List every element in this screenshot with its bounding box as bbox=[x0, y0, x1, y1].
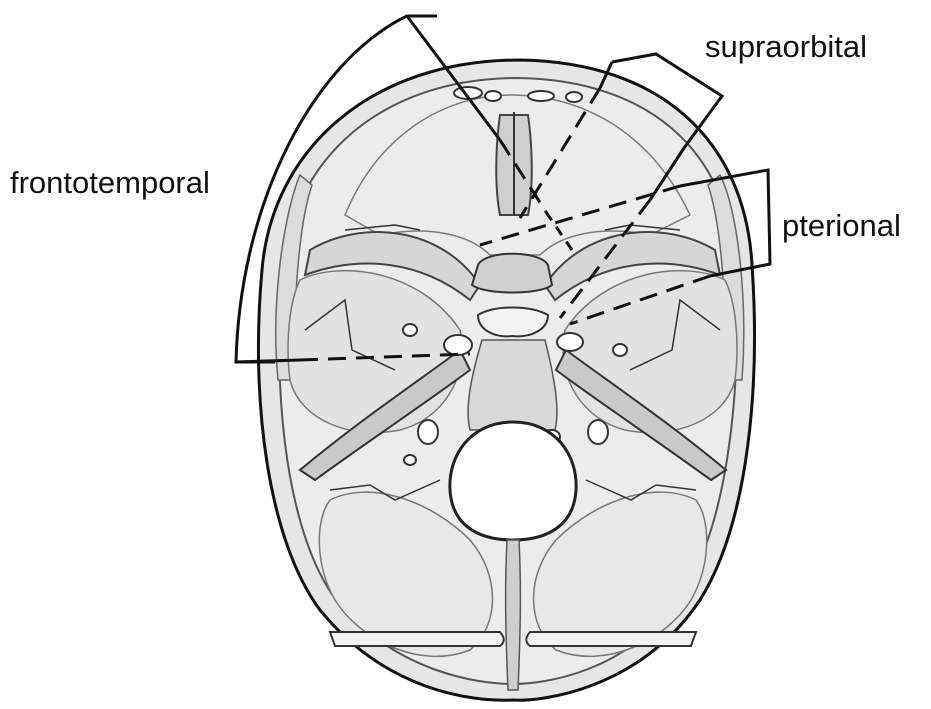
internal-occipital-crest bbox=[506, 540, 521, 690]
left-transverse-groove bbox=[330, 632, 504, 646]
label-pterional: pterional bbox=[782, 208, 901, 243]
foramen-right-1 bbox=[557, 333, 583, 351]
label-supraorbital: supraorbital bbox=[705, 29, 867, 64]
label-frontotemporal: frontotemporal bbox=[10, 165, 210, 200]
clivus bbox=[468, 340, 557, 430]
sinus-opening-right-1 bbox=[528, 91, 554, 101]
sella-turcica bbox=[472, 254, 552, 293]
foramen-right-2 bbox=[613, 344, 627, 356]
frontotemporal-lower-line bbox=[236, 360, 300, 362]
foramen-left-3 bbox=[418, 420, 438, 444]
sinus-opening-left-2 bbox=[485, 91, 501, 101]
dorsum-sellae bbox=[478, 308, 548, 337]
foramen-left-4 bbox=[404, 455, 416, 465]
foramen-right-3 bbox=[588, 420, 608, 444]
sinus-opening-right-2 bbox=[566, 92, 582, 102]
right-transverse-groove bbox=[526, 632, 696, 646]
foramen-left-2 bbox=[403, 324, 417, 336]
foramen-left-1 bbox=[444, 335, 472, 355]
foramen-magnum bbox=[450, 422, 576, 540]
